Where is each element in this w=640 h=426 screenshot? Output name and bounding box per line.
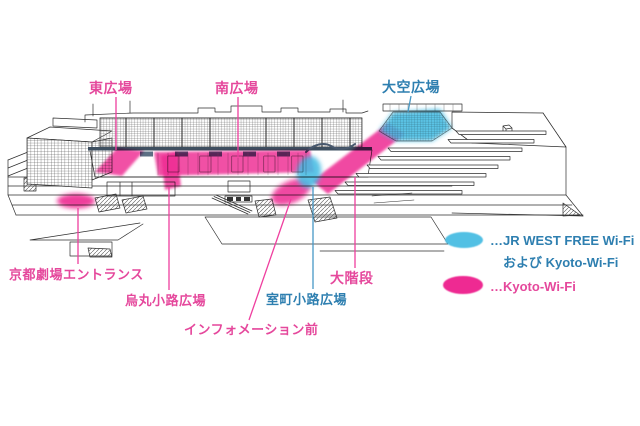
leader-oozora-hiroba xyxy=(407,95,412,113)
label-higashi-hiroba: 東広場 xyxy=(89,80,133,96)
area-minami-hiroba-concourse xyxy=(154,150,314,176)
legend-swatch-kyoto-wifi xyxy=(443,276,483,294)
legend-kyoto-wifi-line1: …Kyoto-Wi-Fi xyxy=(490,279,576,294)
area-muromachi-koji-hiroba xyxy=(296,156,322,188)
label-information-mae: インフォメーション前 xyxy=(184,322,319,337)
area-information-mae xyxy=(271,178,311,206)
legend-swatch-jr-west-free-wifi xyxy=(445,232,483,248)
legend-jr-west-line2: および Kyoto-Wi-Fi xyxy=(503,255,619,270)
area-kyoto-gekijo-entrance xyxy=(57,193,95,209)
area-higashi-hiroba xyxy=(95,148,144,176)
label-muromachi-koji-hiroba: 室町小路広場 xyxy=(266,292,348,307)
area-oozora-hiroba xyxy=(379,109,452,141)
legend-jr-west-line1: …JR WEST FREE Wi-Fi xyxy=(490,233,635,248)
area-daikaidan xyxy=(312,123,405,194)
label-kyoto-gekijo-entrance: 京都劇場エントランス xyxy=(9,267,144,282)
label-daikaidan: 大階段 xyxy=(330,270,374,286)
label-minami-hiroba: 南広場 xyxy=(215,80,259,96)
area-karasuma-escalator xyxy=(161,152,181,190)
label-oozora-hiroba: 大空広場 xyxy=(382,79,440,95)
label-karasuma-koji-hiroba: 烏丸小路広場 xyxy=(125,293,207,308)
leader-information-mae xyxy=(248,198,292,321)
